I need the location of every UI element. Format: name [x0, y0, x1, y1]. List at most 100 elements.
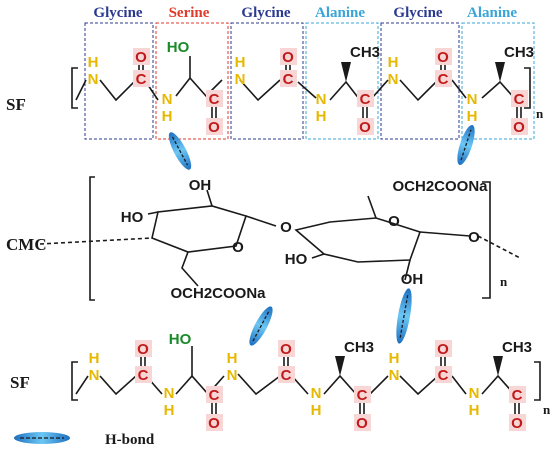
atom-c: C — [360, 91, 371, 108]
atom-h: H — [311, 402, 322, 419]
hl-o-1 — [133, 48, 150, 65]
hl-o-b5 — [435, 340, 452, 357]
atom-o: O — [208, 415, 220, 432]
atom-n: N — [388, 71, 399, 88]
hl-o-b2 — [206, 414, 223, 431]
atom-h: H — [469, 402, 480, 419]
label-sf-top: SF — [6, 95, 26, 114]
atom-n: N — [227, 367, 238, 384]
atom-h: H — [89, 350, 100, 367]
atom-c: C — [438, 71, 449, 88]
atom-o: O — [208, 119, 220, 136]
hl-o-4 — [357, 118, 374, 135]
hl-o-6 — [511, 118, 528, 135]
residue-glycine-2: Glycine — [241, 5, 291, 21]
box-alanine-2 — [461, 22, 535, 140]
hl-o-b1 — [135, 340, 152, 357]
atom-o: O — [135, 49, 147, 66]
atom-o: O — [359, 119, 371, 136]
atom-ho: HO — [121, 209, 144, 226]
hbond-3 — [249, 306, 273, 346]
atom-o: O — [437, 49, 449, 66]
hl-c-5 — [435, 70, 452, 87]
atom-n: N — [235, 71, 246, 88]
atom-h: H — [162, 108, 173, 125]
atom-n: N — [311, 385, 322, 402]
repeat-subscript: n — [536, 106, 544, 121]
residue-alanine-1: Alanine — [315, 5, 365, 21]
residue-alanine-2: Alanine — [467, 5, 517, 21]
atom-c: C — [357, 387, 368, 404]
residue-glycine-3: Glycine — [393, 5, 443, 21]
hl-o-2 — [206, 118, 223, 135]
hl-o-3 — [280, 48, 297, 65]
atom-h: H — [467, 108, 478, 125]
legend: H-bond — [14, 432, 155, 448]
atom-o: O — [513, 119, 525, 136]
atom-h: H — [227, 350, 238, 367]
legend-hbond-label: H-bond — [105, 432, 155, 448]
box-alanine-1 — [305, 22, 379, 140]
atom-o: O — [356, 415, 368, 432]
hl-o-b4 — [354, 414, 371, 431]
hl-c-4 — [357, 90, 374, 107]
atom-h: H — [235, 54, 246, 71]
atom-oh: OH — [189, 177, 212, 194]
legend-hbond-symbol — [14, 432, 70, 444]
cmc-substituent-1: OCH2COONa — [392, 178, 488, 195]
hl-c-b3 — [278, 366, 295, 383]
atom-ch3: CH3 — [344, 339, 374, 356]
atom-n: N — [469, 385, 480, 402]
atom-oh: OH — [401, 271, 424, 288]
label-sf-bottom: SF — [10, 373, 30, 392]
hbond-2 — [457, 124, 475, 166]
hl-c-2 — [206, 90, 223, 107]
atom-c: C — [209, 91, 220, 108]
hl-c-b2 — [206, 386, 223, 403]
atom-o: O — [282, 49, 294, 66]
residue-glycine-1: Glycine — [93, 5, 143, 21]
atom-c: C — [136, 71, 147, 88]
atom-o: O — [280, 219, 292, 236]
hl-o-5 — [435, 48, 452, 65]
hbond-1 — [168, 132, 192, 170]
ring-o: O — [232, 239, 244, 256]
atom-h: H — [316, 108, 327, 125]
atom-c: C — [514, 91, 525, 108]
atom-c: C — [209, 387, 220, 404]
hl-c-b5 — [435, 366, 452, 383]
cmc-subscript: n — [500, 274, 508, 289]
cmc-chain — [39, 176, 521, 301]
atom-c: C — [281, 367, 292, 384]
atom-o: O — [137, 341, 149, 358]
atom-n: N — [316, 91, 327, 108]
atom-n: N — [162, 91, 173, 108]
ring-o: O — [388, 213, 400, 230]
atom-n: N — [164, 385, 175, 402]
label-cmc: CMC — [6, 235, 47, 254]
hl-o-b3 — [278, 340, 295, 357]
atom-o: O — [437, 341, 449, 358]
hl-o-b6 — [509, 414, 526, 431]
hl-c-3 — [280, 70, 297, 87]
atom-n: N — [89, 367, 100, 384]
hl-c-b4 — [354, 386, 371, 403]
hl-c-1 — [133, 70, 150, 87]
box-glycine-3 — [380, 22, 460, 140]
atom-ch3: CH3 — [502, 339, 532, 356]
atom-n: N — [389, 367, 400, 384]
atom-ch3: CH3 — [350, 44, 380, 61]
atom-n: N — [467, 91, 478, 108]
atom-ho: HO — [167, 39, 190, 56]
hl-c-6 — [511, 90, 528, 107]
box-serine — [155, 22, 229, 140]
atom-o: O — [280, 341, 292, 358]
atom-o: O — [511, 415, 523, 432]
atom-h: H — [88, 54, 99, 71]
cmc-substituent-2: OCH2COONa — [170, 285, 266, 302]
residue-serine: Serine — [169, 5, 210, 21]
atom-h: H — [389, 350, 400, 367]
atom-c: C — [438, 367, 449, 384]
